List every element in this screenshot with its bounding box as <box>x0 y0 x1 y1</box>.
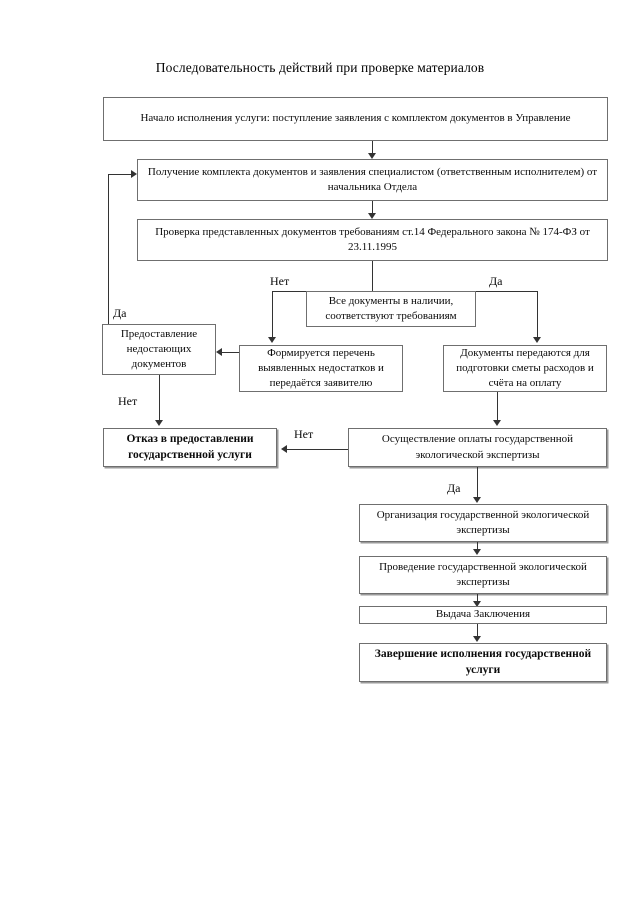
node-completion: Завершение исполнения государственной ус… <box>359 643 607 682</box>
node-organization: Организация государственной экологическо… <box>359 504 607 542</box>
node-documents-transferred: Документы передаются для подготовки смет… <box>443 345 607 392</box>
arrowhead-documents-transferred <box>533 337 541 343</box>
arrowhead-refusal-top <box>155 420 163 426</box>
node-organization-label: Организация государственной экологическо… <box>376 508 590 536</box>
node-refusal-label: Отказ в предоставлении государственной у… <box>126 432 254 461</box>
arrowhead-deficiency-list <box>268 337 276 343</box>
node-check: Проверка представленных документов требо… <box>137 219 608 261</box>
edge-label-no-to-refusal: Нет <box>118 394 138 408</box>
arrowhead-completion <box>473 636 481 642</box>
node-check-label: Проверка представленных документов требо… <box>155 225 590 253</box>
node-provide-missing: Предоставление недостающих документов <box>102 324 216 375</box>
page-title: Последовательность действий при проверке… <box>155 60 485 75</box>
arrowhead-check <box>368 213 376 219</box>
node-condition-label: Все документы в наличии, соответствуют т… <box>325 294 457 322</box>
connector-receive-to-check <box>372 201 373 215</box>
connector-conducting-to-issue <box>477 594 478 603</box>
connector-payment-to-refusal <box>287 449 348 450</box>
connector-issue-to-completion <box>477 624 478 638</box>
arrowhead-loop-receive <box>131 170 137 178</box>
connector-deficiency-to-provide-missing <box>222 352 239 353</box>
node-documents-transferred-label: Документы передаются для подготовки смет… <box>456 346 594 390</box>
edge-label-yes-payment: Да <box>447 481 461 495</box>
node-start-label: Начало исполнения услуги: поступление за… <box>140 112 571 125</box>
connector-start-to-receive <box>372 141 373 155</box>
node-condition: Все документы в наличии, соответствуют т… <box>306 291 476 327</box>
connector-split-left <box>272 291 273 339</box>
connector-split-right <box>537 291 538 339</box>
node-conducting-label: Проведение государственной экологической… <box>379 560 587 588</box>
node-receive-label: Получение комплекта документов и заявлен… <box>147 165 598 193</box>
node-issue-conclusion: Выдача Заключения <box>359 606 607 624</box>
connector-loop-up <box>108 174 109 324</box>
connector-check-to-split <box>372 261 373 291</box>
edge-label-no-left-branch: Нет <box>270 274 290 288</box>
arrowhead-receive <box>368 153 376 159</box>
connector-loop-to-receive <box>108 174 131 175</box>
node-deficiency-list: Формируется перечень выявленных недостат… <box>239 345 403 392</box>
node-conducting: Проведение государственной экологической… <box>359 556 607 594</box>
connector-provide-missing-to-refusal <box>159 375 160 422</box>
arrowhead-issue-conclusion <box>473 601 481 607</box>
node-refusal: Отказ в предоставлении государственной у… <box>103 428 277 467</box>
node-start: Начало исполнения услуги: поступление за… <box>103 97 608 141</box>
edge-label-yes-provide-missing: Да <box>113 306 127 320</box>
arrowhead-payment <box>493 420 501 426</box>
node-receive: Получение комплекта документов и заявлен… <box>137 159 608 201</box>
node-provide-missing-label: Предоставление недостающих документов <box>120 327 198 371</box>
node-issue-conclusion-label: Выдача Заключения <box>435 608 531 621</box>
arrowhead-organization <box>473 497 481 503</box>
connector-organization-to-conducting <box>477 542 478 551</box>
node-deficiency-list-label: Формируется перечень выявленных недостат… <box>258 346 384 390</box>
connector-payment-to-organization <box>477 467 478 499</box>
edge-label-yes-right-branch: Да <box>489 274 503 288</box>
node-payment: Осуществление оплаты государственной эко… <box>348 428 607 467</box>
arrowhead-refusal-right <box>281 445 287 453</box>
node-completion-label: Завершение исполнения государственной ус… <box>374 647 592 676</box>
connector-documents-to-payment <box>497 392 498 422</box>
node-payment-label: Осуществление оплаты государственной эко… <box>381 433 574 461</box>
edge-label-no-payment-to-refusal: Нет <box>294 427 314 441</box>
arrowhead-provide-missing <box>216 348 222 356</box>
arrowhead-conducting <box>473 549 481 555</box>
